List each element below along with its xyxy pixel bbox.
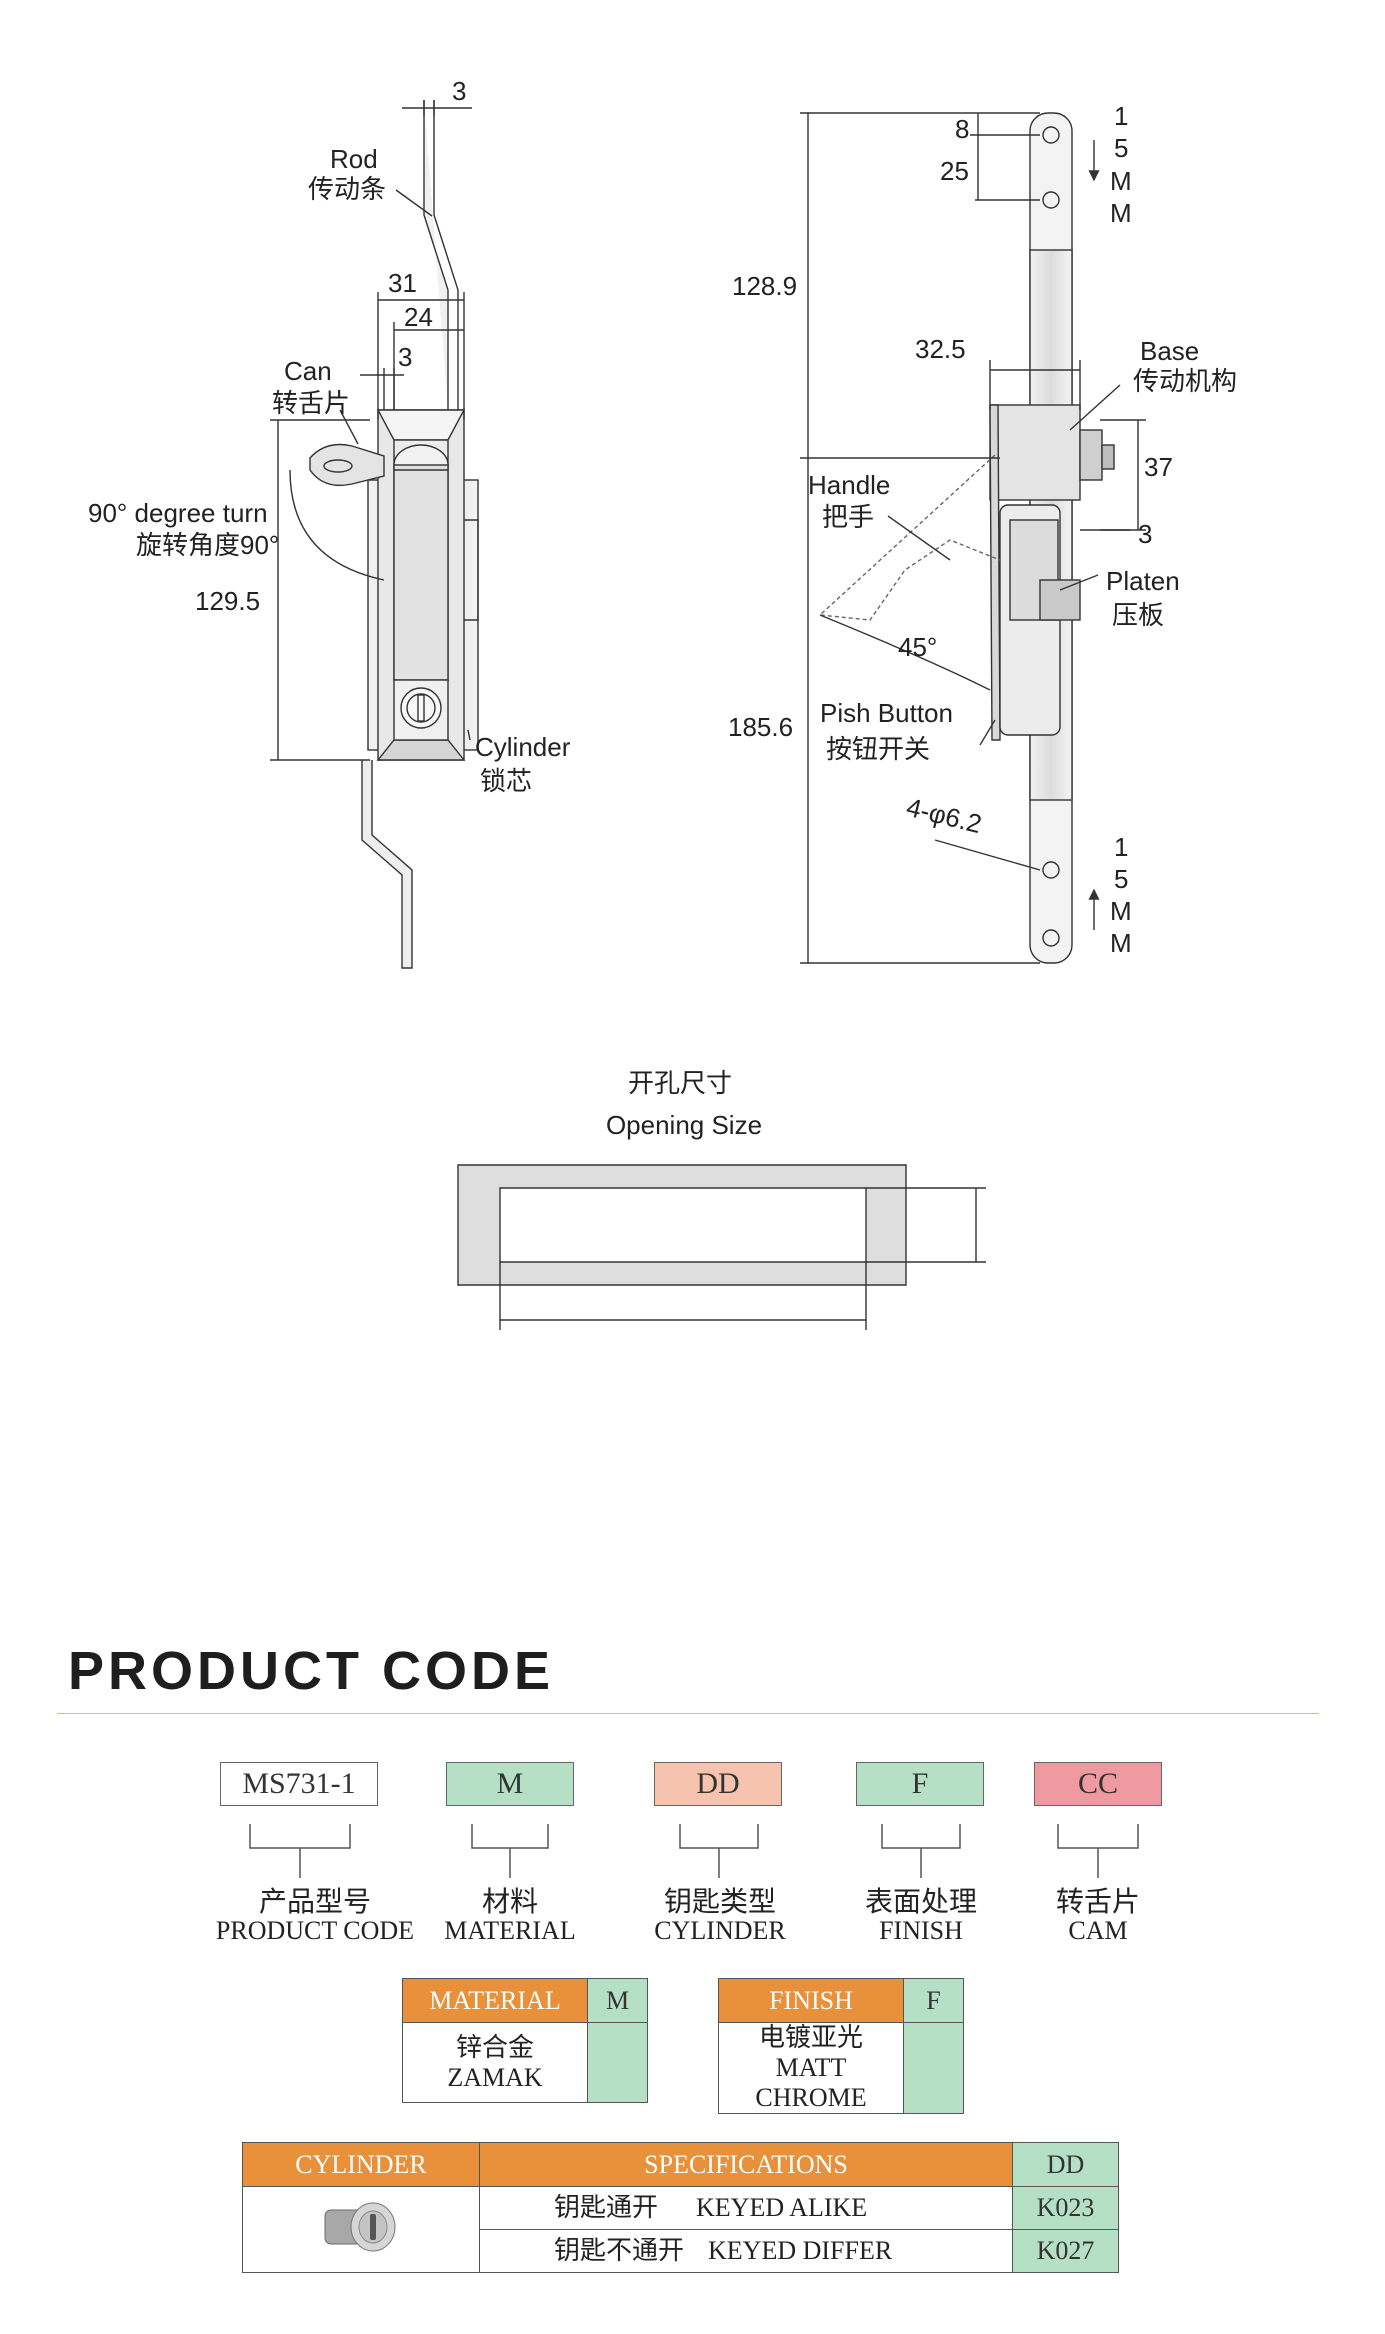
label-product-code-en: PRODUCT CODE — [215, 1916, 415, 1946]
material-table: MATERIAL M 锌合金 ZAMAK — [402, 1978, 648, 2103]
code-box-model: MS731-1 — [220, 1762, 378, 1806]
side-platen-label-zh: 压板 — [1112, 600, 1164, 630]
code-box-cam: CC — [1034, 1762, 1162, 1806]
side-dim-32-5: 32.5 — [915, 334, 966, 364]
material-table-header: MATERIAL — [402, 1978, 588, 2023]
label-material-zh: 材料 — [481, 1887, 538, 1918]
side-travel-top-1: 1 — [1114, 101, 1128, 131]
side-travel-top-4: M — [1110, 198, 1132, 228]
cylinder-image-cell — [242, 2186, 480, 2273]
code-box-material: M — [446, 1762, 574, 1806]
front-dim-31: 31 — [388, 268, 417, 298]
side-angle-45: 45° — [898, 632, 937, 662]
front-turn-label-zh: 旋转角度90° — [136, 530, 279, 560]
material-zh: 锌合金 — [455, 2032, 534, 2062]
cylinder-image — [324, 2202, 396, 2252]
front-dim-24: 24 — [404, 302, 433, 332]
label-cam: 转舌片 CAM — [1018, 1888, 1178, 1945]
side-travel-bottom-3: M — [1110, 896, 1132, 926]
side-travel-top-2: 5 — [1114, 133, 1128, 163]
side-base-label-zh: 传动机构 — [1133, 366, 1237, 396]
side-handle-label-zh: 把手 — [822, 502, 874, 532]
cylinder-table-header-spec: SPECIFICATIONS — [479, 2142, 1013, 2187]
label-product-code: 产品型号 PRODUCT CODE — [205, 1888, 425, 1945]
material-en: ZAMAK — [447, 2062, 543, 2092]
front-view-lock — [270, 100, 479, 969]
cylinder-table-header-cylinder: CYLINDER — [242, 2142, 480, 2187]
material-table-code-cell — [587, 2022, 648, 2103]
front-rod-label-zh: 传动条 — [308, 174, 386, 204]
finish-table-header: FINISH — [718, 1978, 904, 2023]
front-cylinder-label-zh: 锁芯 — [480, 766, 532, 796]
side-travel-bottom-4: M — [1110, 928, 1132, 958]
front-dim-3: 3 — [398, 342, 412, 372]
front-dim-rod-thickness: 3 — [452, 76, 466, 106]
side-dim-8: 8 — [955, 114, 969, 144]
side-holes-label: 4-φ6.2 — [904, 792, 985, 840]
side-base-label-en: Base — [1140, 336, 1199, 366]
side-dim-3: 3 — [1138, 519, 1152, 549]
label-finish-en: FINISH — [879, 1916, 963, 1946]
cylinder-table-header-code: DD — [1012, 2142, 1119, 2187]
label-cam-zh: 转舌片 — [1055, 1887, 1140, 1918]
code-brackets — [249, 1824, 1139, 1878]
cylinder-row-2-en: KEYED DIFFER — [708, 2236, 893, 2266]
label-material: 材料 MATERIAL — [430, 1888, 590, 1945]
code-box-cylinder: DD — [654, 1762, 782, 1806]
material-table-code-header: M — [587, 1978, 648, 2023]
side-handle-label-en: Handle — [808, 470, 890, 500]
finish-table-code-header: F — [903, 1978, 964, 2023]
cylinder-row-1-code: K023 — [1012, 2186, 1119, 2230]
label-material-en: MATERIAL — [444, 1916, 576, 1946]
opening-size-diagram — [457, 1164, 986, 1330]
technical-drawing: 3 Rod 传动条 31 24 3 Can 转舌片 90° degree tur… — [88, 76, 1237, 1330]
cylinder-row-2-zh: 钥匙不通开 — [554, 2236, 685, 2266]
finish-table-row: 电镀亚光 MATT CHROME — [718, 2022, 904, 2114]
label-cylinder-en: CYLINDER — [654, 1916, 786, 1946]
finish-zh: 电镀亚光 — [758, 2023, 863, 2052]
label-cam-en: CAM — [1068, 1916, 1128, 1946]
finish-en: MATT CHROME — [755, 2052, 867, 2112]
opening-title-zh: 开孔尺寸 — [628, 1068, 732, 1098]
side-platen-label-en: Platen — [1106, 566, 1180, 596]
front-dim-129-5: 129.5 — [195, 586, 260, 616]
code-box-finish: F — [856, 1762, 984, 1806]
opening-title-en: Opening Size — [606, 1110, 762, 1140]
cylinder-row-1-zh: 钥匙通开 — [554, 2193, 659, 2223]
front-can-label-zh: 转舌片 — [272, 388, 350, 418]
side-view-lock — [800, 112, 1146, 964]
label-finish-zh: 表面处理 — [864, 1887, 977, 1918]
finish-table: FINISH F 电镀亚光 MATT CHROME — [718, 1978, 964, 2114]
front-cylinder-label-en: Cylinder — [475, 732, 571, 762]
side-travel-bottom-2: 5 — [1114, 864, 1128, 894]
front-turn-label-en: 90° degree turn — [88, 498, 268, 528]
cylinder-row-2-code: K027 — [1012, 2229, 1119, 2273]
finish-table-code-cell — [903, 2022, 964, 2114]
label-cylinder-zh: 钥匙类型 — [663, 1887, 776, 1918]
front-can-label-en: Can — [284, 356, 332, 386]
side-push-label-en: Pish Button — [820, 698, 953, 728]
heading-divider — [57, 1713, 1319, 1714]
cylinder-row-2-spec: 钥匙不通开 KEYED DIFFER — [479, 2229, 1013, 2273]
side-push-label-zh: 按钮开关 — [826, 734, 930, 764]
side-travel-top-3: M — [1110, 166, 1132, 196]
cylinder-row-1-spec: 钥匙通开 KEYED ALIKE — [479, 2186, 1013, 2230]
side-travel-bottom-1: 1 — [1114, 832, 1128, 862]
label-finish: 表面处理 FINISH — [841, 1888, 1001, 1945]
side-dim-37: 37 — [1144, 452, 1173, 482]
label-cylinder: 钥匙类型 CYLINDER — [640, 1888, 800, 1945]
front-rod-label-en: Rod — [330, 144, 378, 174]
side-dim-25: 25 — [940, 156, 969, 186]
cylinder-row-1-en: KEYED ALIKE — [696, 2193, 868, 2223]
side-dim-185-6: 185.6 — [728, 712, 793, 742]
cylinder-table: CYLINDER SPECIFICATIONS DD 钥匙通开 KEYED AL… — [242, 2142, 1119, 2273]
product-code-heading: PRODUCT CODE — [68, 1641, 555, 1701]
side-dim-128-9: 128.9 — [732, 271, 797, 301]
material-table-row: 锌合金 ZAMAK — [402, 2022, 588, 2103]
label-product-code-zh: 产品型号 — [258, 1887, 371, 1918]
